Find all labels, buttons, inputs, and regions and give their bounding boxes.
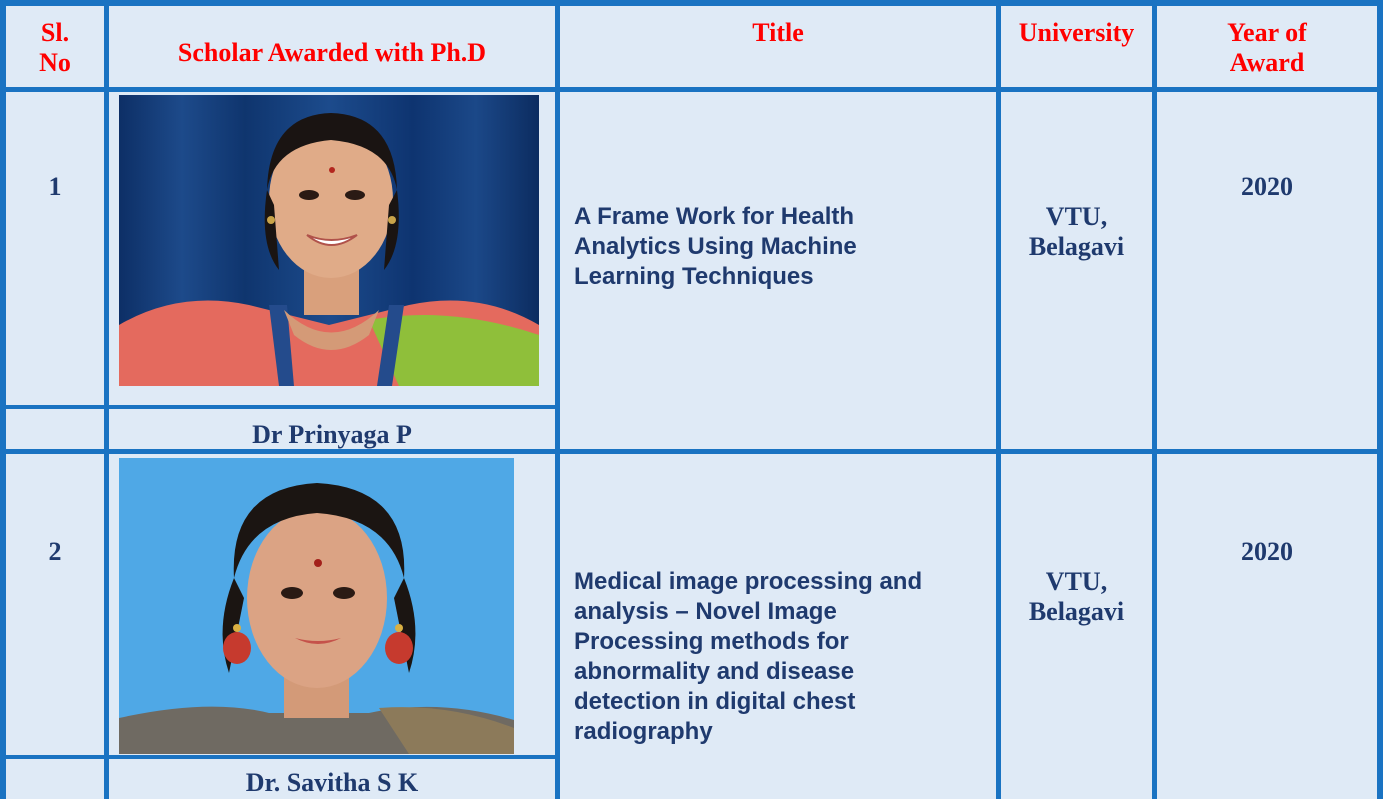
header-scholar-text: Scholar Awarded with Ph.D	[177, 38, 487, 67]
border-right	[1377, 0, 1383, 799]
row-1-year: 2020	[1157, 172, 1377, 212]
name-divider	[0, 405, 560, 409]
row-2-title-text: Medical image processing and analysis – …	[574, 568, 923, 745]
row-1-title-text: A Frame Work for Health Analytics Using …	[574, 203, 857, 290]
header-university-text: University	[1018, 18, 1135, 47]
header-year-text: Year of Award	[1227, 18, 1307, 77]
header-title-text: Title	[752, 18, 804, 47]
header-sl-no: Sl. No	[6, 18, 104, 88]
row-1-university-text: VTU, Belagavi	[1028, 202, 1125, 261]
row-2-name-text: Dr. Savitha S K	[245, 768, 419, 797]
row-1-year-text: 2020	[1241, 172, 1293, 201]
row-1-university: VTU, Belagavi	[1001, 202, 1152, 272]
header-divider	[0, 87, 1383, 92]
column-divider	[104, 0, 109, 799]
header-university: University	[1001, 18, 1152, 58]
scholar-photo-1-image	[119, 95, 539, 386]
row-divider	[0, 449, 1383, 454]
border-top	[0, 0, 1383, 6]
row-1-sl-no: 1	[6, 172, 104, 212]
scholar-photo-2-image	[119, 458, 514, 754]
row-1-name: Dr Prinyaga P	[109, 420, 555, 452]
column-divider	[996, 0, 1001, 799]
row-2-university-text: VTU, Belagavi	[1028, 567, 1125, 626]
row-2-sl-no: 2	[6, 537, 104, 577]
row-2-title: Medical image processing and analysis – …	[574, 567, 994, 745]
name-divider	[0, 755, 560, 759]
row-2-name: Dr. Savitha S K	[109, 768, 555, 798]
row-2-university: VTU, Belagavi	[1001, 567, 1152, 637]
header-year: Year of Award	[1157, 18, 1377, 88]
row-1-sl-no-text: 1	[48, 172, 62, 201]
row-1-name-text: Dr Prinyaga P	[252, 420, 412, 449]
scholar-photo-2	[119, 458, 514, 754]
column-divider	[555, 0, 560, 799]
header-title: Title	[560, 18, 996, 58]
scholar-photo-1	[119, 95, 539, 386]
row-1-title: A Frame Work for Health Analytics Using …	[574, 202, 994, 302]
row-2-year: 2020	[1157, 537, 1377, 577]
header-scholar: Scholar Awarded with Ph.D	[109, 38, 555, 78]
column-divider	[1152, 0, 1157, 799]
row-2-year-text: 2020	[1241, 537, 1293, 566]
border-left	[0, 0, 6, 799]
header-sl-no-text: Sl. No	[39, 18, 71, 77]
row-2-sl-no-text: 2	[48, 537, 62, 566]
